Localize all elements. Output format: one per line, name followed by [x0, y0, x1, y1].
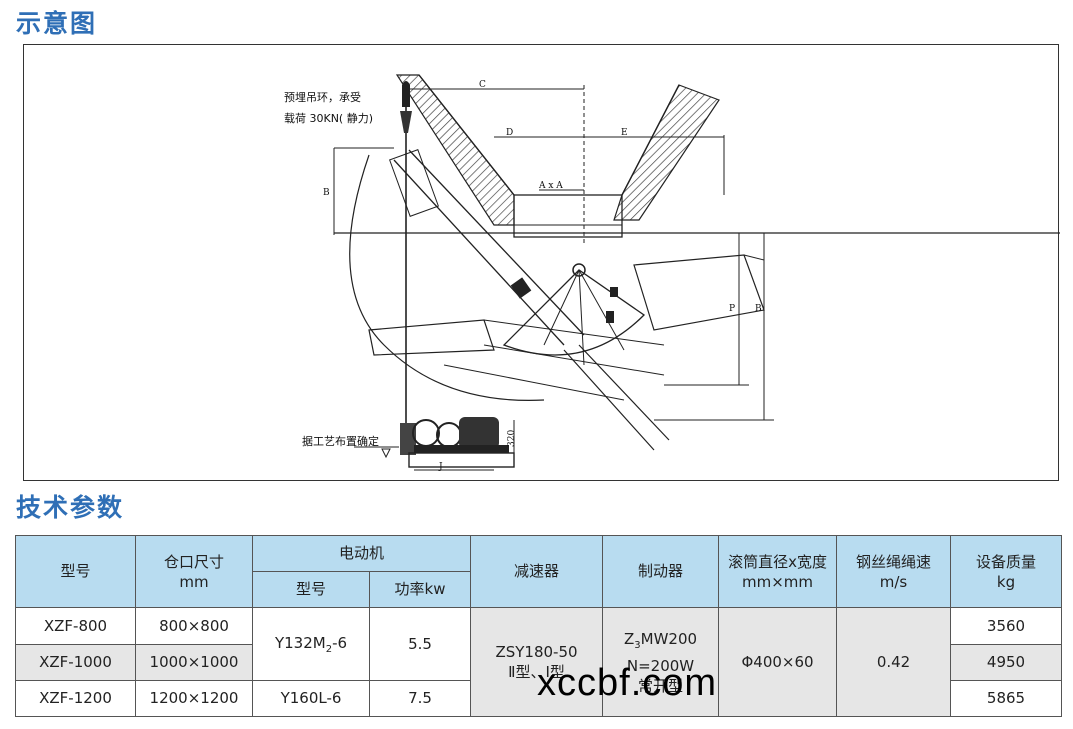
brake-cell: Z3MW200 N=200W 常开型	[602, 607, 720, 717]
hook-note-line1: 预埋吊环，承受	[284, 91, 361, 104]
params-section-title: 技术参数	[16, 493, 125, 522]
brake-sub: 3	[634, 639, 641, 651]
motor-model-a: Y132M2-6	[252, 607, 370, 681]
dim-p-label: P	[729, 304, 735, 314]
process-note: 据工艺布置确定	[302, 435, 379, 448]
header-mass-line2: kg	[996, 572, 1016, 591]
hook-note: 预埋吊环，承受 载荷 30KN( 静力)	[284, 87, 373, 129]
brake-main: Z	[623, 629, 635, 648]
motor-power-b: 7.5	[368, 679, 472, 718]
header-rope: 钢丝绳绳速 m/s	[836, 534, 952, 609]
header-motor-model: 型号	[252, 571, 370, 609]
header-rope-line1: 钢丝绳绳速	[856, 552, 932, 571]
brake-line3: 常开型	[638, 676, 684, 695]
motor-model-a-tail: -6	[332, 633, 348, 652]
reducer-line1: ZSY180-50	[495, 643, 578, 662]
reducer-cell: ZSY180-50 Ⅱ型、Ⅰ型	[470, 607, 604, 717]
dim-b-right-label: B	[755, 304, 762, 314]
row3-model: XZF-1200	[15, 679, 136, 718]
row1-model: XZF-800	[15, 607, 136, 645]
diagram-section-title: 示意图	[16, 9, 98, 38]
header-opening-line1: 仓口尺寸	[163, 552, 224, 571]
row3-opening: 1200×1200	[135, 679, 253, 718]
header-drum-line2: mm×mm	[742, 572, 814, 591]
motor-model-b: Y160L-6	[252, 679, 370, 718]
header-reducer: 减速器	[470, 534, 604, 609]
table-row: XZF-1200 1200×1200 Y160L-6 7.5 5865	[15, 679, 1063, 718]
row2-mass: 4950	[950, 643, 1063, 681]
header-mass-line1: 设备质量	[976, 552, 1037, 571]
watermark: xccbf.com	[537, 662, 718, 704]
schematic-drawing: C D E A x A B P	[323, 74, 1060, 472]
dim-c-label: C	[479, 80, 486, 90]
header-motor-power: 功率kw	[368, 571, 472, 609]
header-drum: 滚筒直径x宽度 mm×mm	[718, 534, 838, 609]
reducer-line2: Ⅱ型、Ⅰ型	[508, 663, 565, 682]
motor-model-a-main: Y132M	[274, 633, 326, 652]
dim-axa-label: A x A	[538, 181, 563, 191]
header-opening: 仓口尺寸 mm	[135, 534, 253, 609]
dim-b-left-label: B	[323, 188, 330, 198]
hook-note-line2: 载荷 30KN( 静力)	[284, 112, 374, 125]
schematic-diagram: C D E A x A B P	[23, 44, 1060, 481]
row2-opening: 1000×1000	[135, 643, 253, 681]
dim-320-label: 320	[507, 430, 517, 447]
rope-speed-cell: 0.42	[836, 607, 952, 717]
header-rope-line2: m/s	[879, 572, 908, 591]
header-brake: 制动器	[602, 534, 720, 609]
header-motor: 电动机	[251, 534, 472, 573]
header-model: 型号	[15, 534, 136, 609]
dim-d-label: D	[506, 128, 513, 138]
table-row: XZF-800 800×800 Y132M2-6 5.5 ZSY180-50 Ⅱ…	[15, 607, 1063, 717]
header-mass: 设备质量 kg	[950, 534, 1063, 609]
row1-opening: 800×800	[135, 607, 253, 645]
motor-model-a-sub: 2	[325, 643, 333, 655]
header-drum-line1: 滚筒直径x宽度	[728, 552, 827, 571]
header-row-1: 型号 仓口尺寸 mm 电动机 减速器 制动器 滚筒直径x宽度 mm×mm 钢丝绳…	[15, 534, 1063, 609]
brake-line2: N=200W	[626, 656, 695, 675]
brake-tail: MW200	[640, 629, 698, 648]
drum-cell: Φ400×60	[718, 607, 838, 717]
row2-model: XZF-1000	[15, 643, 136, 681]
motor-power-a: 5.5	[368, 607, 472, 681]
dim-j-label: J	[438, 462, 443, 472]
spec-table: 型号 仓口尺寸 mm 电动机 减速器 制动器 滚筒直径x宽度 mm×mm 钢丝绳…	[15, 534, 1063, 718]
header-row-2: 型号 功率kw	[16, 571, 1062, 609]
header-opening-line2: mm	[179, 572, 209, 591]
dim-e-label: E	[621, 128, 628, 138]
row1-mass: 3560	[950, 607, 1063, 645]
row3-mass: 5865	[950, 679, 1063, 718]
